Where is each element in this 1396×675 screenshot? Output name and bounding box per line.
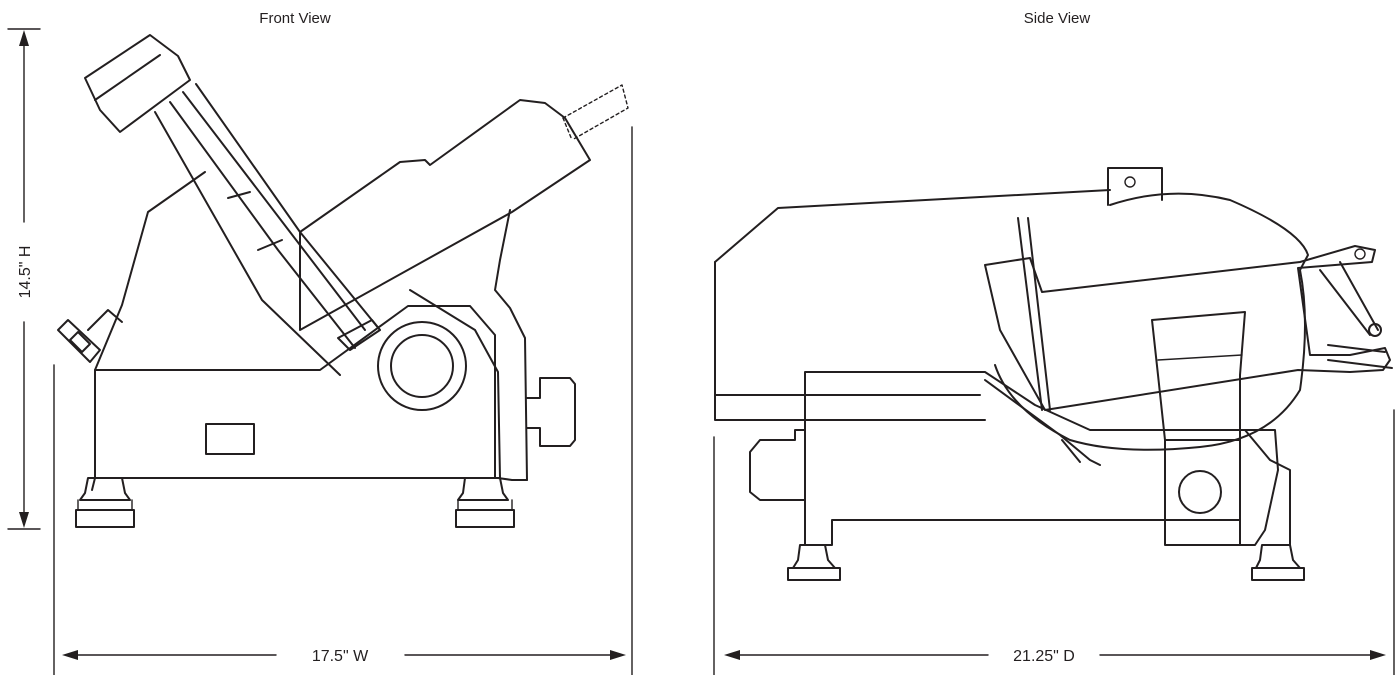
front-arm-crossbar-1 <box>227 191 251 199</box>
side-foot-left-pad <box>787 567 841 581</box>
front-base-right-panel <box>409 289 501 479</box>
height-label: 14.5" H <box>17 246 34 299</box>
front-pusher-dashed-end <box>562 117 573 141</box>
front-foot-left <box>79 477 131 501</box>
front-right-foot-line <box>497 477 528 481</box>
front-left-knob-inner <box>69 331 91 353</box>
side-foot-left <box>792 544 836 569</box>
side-blade-guard <box>994 192 1309 451</box>
front-view-slicer <box>57 34 629 528</box>
front-pusher-handle <box>84 34 191 133</box>
front-left-knob <box>57 319 101 363</box>
front-control-panel <box>205 423 255 455</box>
side-foot-right <box>1255 544 1301 569</box>
front-arm-right <box>182 91 366 331</box>
front-handle-inner <box>94 54 161 101</box>
side-body-top <box>714 189 1111 263</box>
side-view-title: Side View <box>1024 10 1091 27</box>
side-body-left <box>714 261 986 421</box>
side-foot-right-pad <box>1251 567 1305 581</box>
side-carriage <box>984 245 1391 411</box>
side-base-curve <box>984 379 1101 466</box>
side-arm-pivot <box>1354 248 1366 260</box>
side-handle-bars <box>1327 344 1393 369</box>
side-arm-links <box>1319 261 1379 336</box>
front-blade-hub-inner <box>390 334 454 398</box>
side-center-column-base <box>1164 439 1241 546</box>
front-base-left-lower <box>91 477 96 491</box>
width-arrow-left <box>62 650 78 660</box>
side-knob-circle <box>1178 470 1222 514</box>
side-center-column-seam <box>1157 354 1243 361</box>
front-pusher-dashed <box>562 84 629 141</box>
front-left-knob-stem <box>87 309 123 331</box>
front-right-knob <box>526 377 576 447</box>
front-housing-left-edge <box>94 171 206 371</box>
height-dimension: 14.5" H <box>7 28 41 530</box>
side-top-tab-hole <box>1124 176 1136 188</box>
width-dimension: 17.5" W <box>53 126 633 675</box>
side-motor <box>749 429 806 501</box>
width-arrow-right <box>610 650 626 660</box>
front-view-title: Front View <box>259 10 331 27</box>
front-arm-clamp <box>337 319 381 351</box>
front-base-body <box>94 305 496 479</box>
side-pusher-rod-2 <box>1027 217 1051 411</box>
depth-arrow-right <box>1370 650 1386 660</box>
front-blade-hub-outer <box>377 321 467 411</box>
depth-dimension: 21.25" D <box>713 409 1395 675</box>
front-foot-right <box>457 477 509 501</box>
side-view-slicer <box>714 167 1393 581</box>
front-foot-left-pad <box>75 509 135 528</box>
front-right-side <box>494 209 528 481</box>
depth-arrow-left <box>724 650 740 660</box>
front-arm-left <box>154 111 341 376</box>
side-arm-knob <box>1368 323 1382 337</box>
depth-label: 21.25" D <box>1013 648 1075 665</box>
front-arm-crossbar-2 <box>257 239 283 251</box>
side-pusher-rod <box>1017 217 1043 411</box>
width-label: 17.5" W <box>312 648 369 665</box>
front-carriage-tray <box>299 99 591 331</box>
side-top-tab <box>1107 167 1163 206</box>
side-center-column-top <box>1151 311 1246 441</box>
front-foot-right-pad <box>455 509 515 528</box>
side-base-right-leg <box>1244 429 1291 546</box>
side-base <box>804 371 1279 546</box>
front-arm-outer <box>195 83 381 331</box>
height-arrow-top <box>19 30 29 46</box>
front-arm-middle <box>169 101 356 349</box>
height-arrow-bottom <box>19 512 29 528</box>
